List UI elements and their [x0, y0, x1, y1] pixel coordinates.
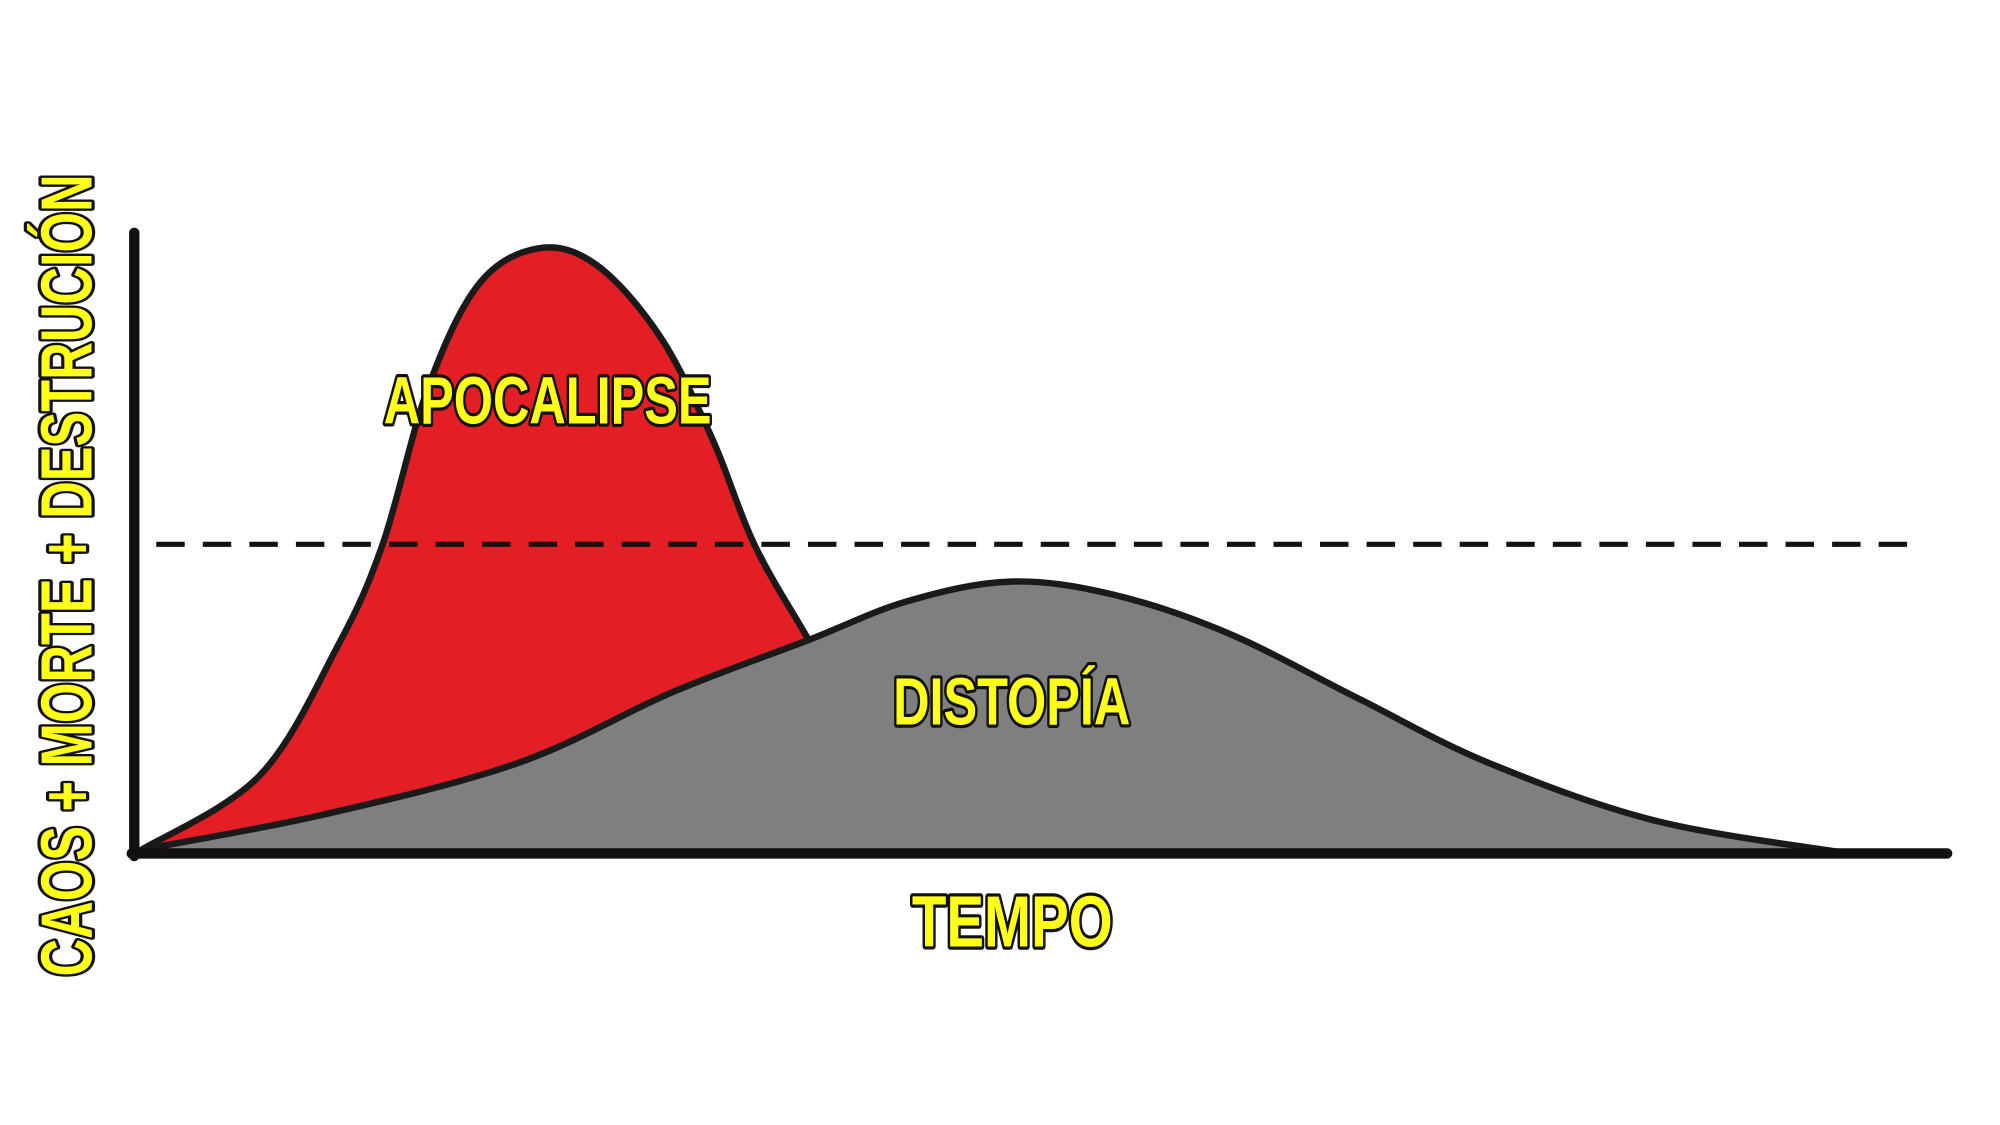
label-distopia: DISTOPÍA: [893, 664, 1130, 740]
label-apocalipse: APOCALIPSE: [384, 363, 712, 439]
area-distopia: [138, 578, 1853, 857]
y-axis-label: CAOS + MORTE + DESTRUCIÓN: [27, 174, 107, 976]
x-axis-label: TEMPO: [912, 881, 1113, 962]
